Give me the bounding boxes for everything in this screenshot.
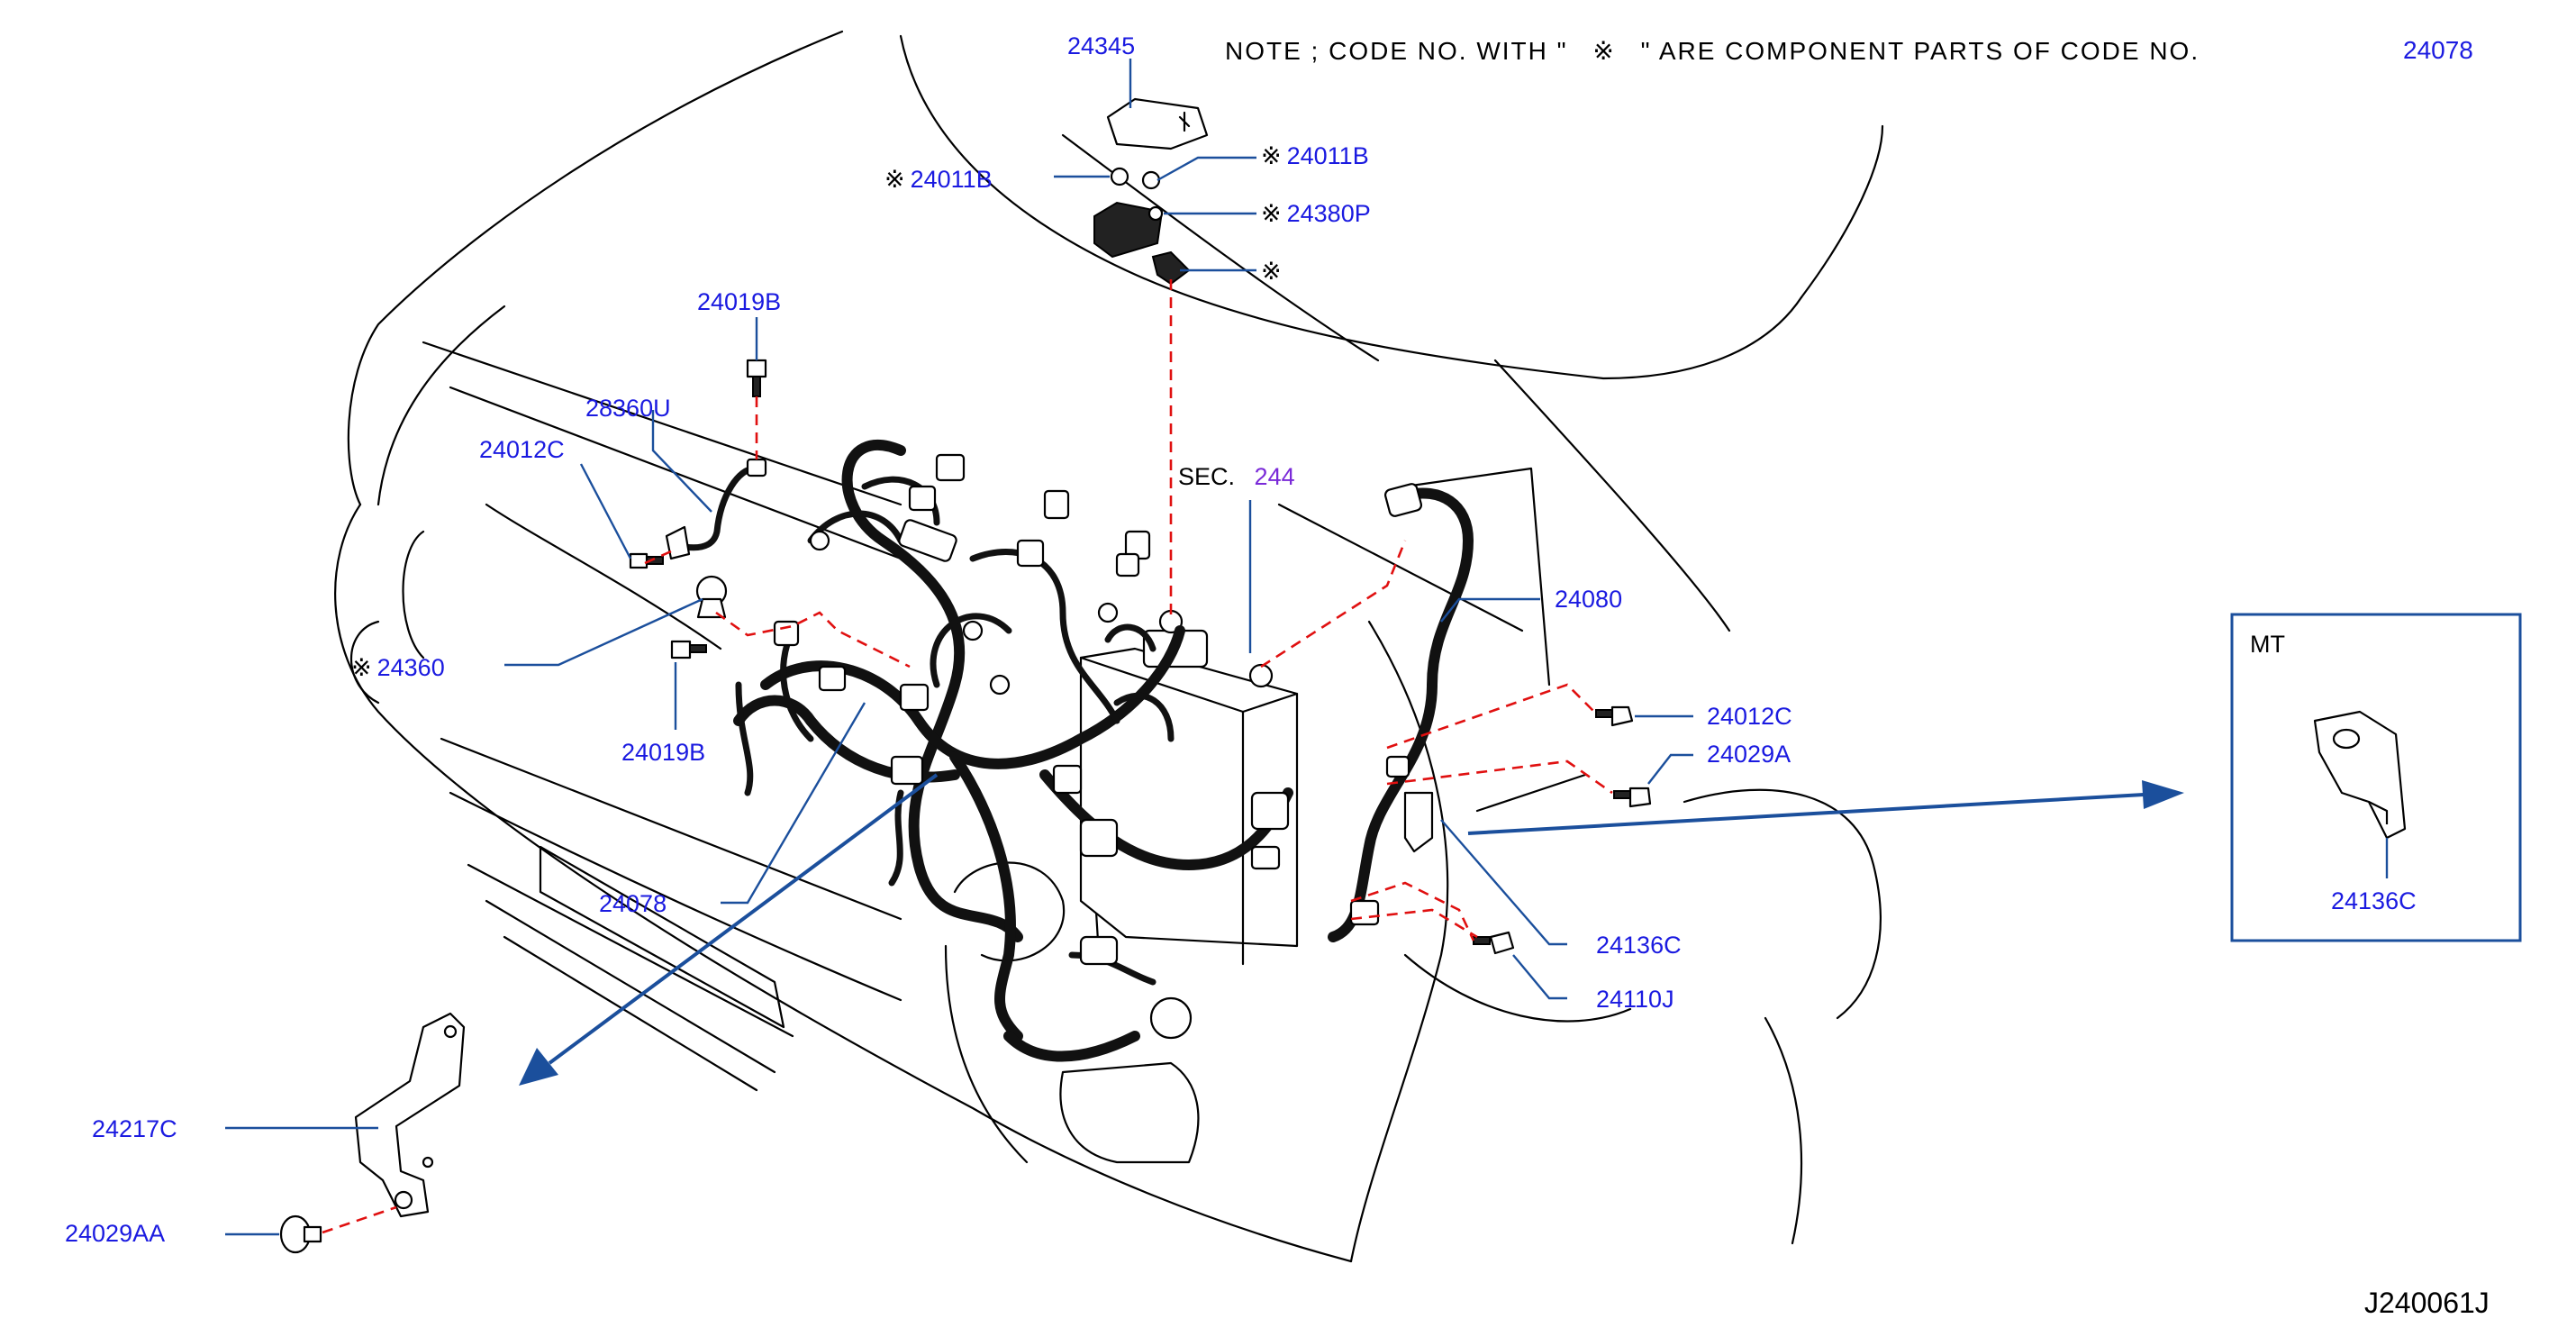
label-24029a: 24029A bbox=[1707, 741, 1791, 768]
label-text: 24011B bbox=[910, 166, 993, 193]
bolt-24029aa bbox=[279, 1214, 322, 1254]
header-note: NOTE ; CODE NO. WITH " ※ " ARE COMPONENT… bbox=[1225, 36, 2200, 66]
mt-inset-box bbox=[2230, 613, 2522, 942]
label-24110j: 24110J bbox=[1596, 986, 1674, 1013]
label-24380p: ※24380P bbox=[1261, 200, 1371, 228]
note-symbol: ※ bbox=[1592, 37, 1616, 65]
section-prefix: SEC. bbox=[1178, 463, 1236, 490]
label-text: 24380P bbox=[1286, 200, 1371, 227]
installation-lines bbox=[322, 279, 1613, 1234]
bracket-24217c bbox=[354, 1012, 466, 1218]
vehicle-outline bbox=[334, 30, 1884, 1263]
section-reference: SEC. 244 bbox=[1178, 463, 1295, 491]
fusible-link-block bbox=[1093, 167, 1191, 286]
drawing-id: J240061J bbox=[2364, 1287, 2490, 1319]
component-mark: ※ bbox=[1261, 142, 1282, 169]
ground-cable-28360u bbox=[665, 458, 767, 560]
battery bbox=[1079, 609, 1299, 966]
label-text: 24011B bbox=[1286, 142, 1369, 169]
label-28360u: 28360U bbox=[585, 395, 671, 422]
label-24012c-right: 24012C bbox=[1707, 703, 1792, 730]
note-suffix: " ARE COMPONENT PARTS OF CODE NO. bbox=[1640, 37, 2200, 65]
label-24019b-bottom: 24019B bbox=[621, 739, 706, 766]
label-24012c-left: 24012C bbox=[479, 436, 565, 463]
component-mark: ※ bbox=[351, 654, 372, 681]
leader-lines bbox=[225, 59, 2389, 1236]
label-24080: 24080 bbox=[1555, 586, 1623, 613]
section-number: 244 bbox=[1254, 463, 1295, 490]
label-24029aa: 24029AA bbox=[65, 1220, 166, 1247]
fasteners bbox=[629, 359, 1652, 955]
component-mark: ※ bbox=[1261, 200, 1282, 227]
inset-label-24136c: 24136C bbox=[2331, 887, 2417, 914]
label-text: 24360 bbox=[376, 654, 445, 681]
engine-harness-24078 bbox=[733, 440, 1293, 1062]
label-24360: ※24360 bbox=[351, 654, 445, 682]
detail-arrows bbox=[519, 773, 2184, 1086]
label-24345: 24345 bbox=[1067, 32, 1136, 59]
component-mark: ※ bbox=[884, 166, 905, 193]
label-24011b-left: ※24011B bbox=[884, 166, 993, 194]
terminal-cover-24345 bbox=[1106, 97, 1209, 150]
inset-title: MT bbox=[2250, 631, 2285, 658]
battery-cable-24080 bbox=[1328, 483, 1474, 942]
label-24136c: 24136C bbox=[1596, 932, 1682, 959]
label-24011b-right: ※24011B bbox=[1261, 142, 1369, 170]
label-24078: 24078 bbox=[599, 890, 667, 917]
label-component-mark-only: ※ bbox=[1261, 258, 1282, 285]
bracket-24136c-mt bbox=[2313, 710, 2407, 840]
note-prefix: NOTE ; CODE NO. WITH " bbox=[1225, 37, 1568, 65]
note-code: 24078 bbox=[2403, 36, 2473, 64]
label-24217c: 24217C bbox=[92, 1115, 177, 1142]
label-24019b-top: 24019B bbox=[697, 288, 782, 315]
